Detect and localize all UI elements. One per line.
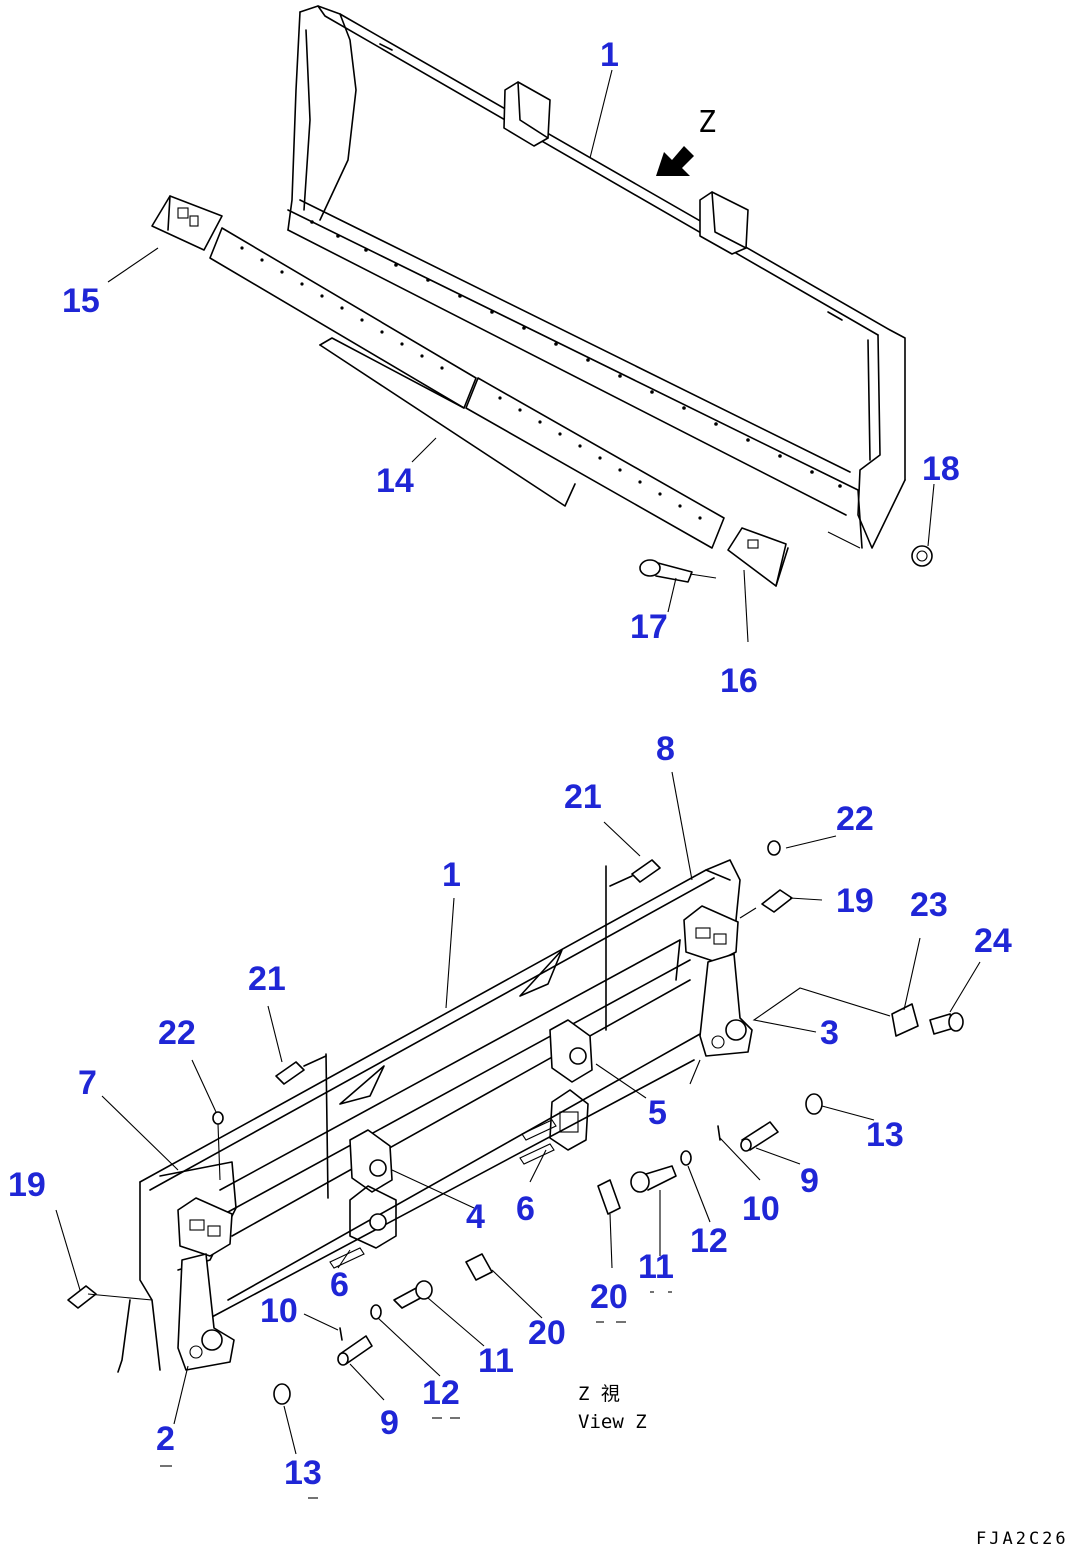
cap-13-left <box>273 1383 291 1405</box>
bolt-11-left <box>393 1280 433 1309</box>
callout-23: 23 <box>910 886 948 924</box>
view-caption-line1: Z 視 <box>578 1383 620 1405</box>
callout-15: 15 <box>62 282 100 320</box>
callout-11-right: 11 <box>638 1248 674 1286</box>
fitting-19-left <box>67 1285 97 1309</box>
bolt-24 <box>929 1012 964 1035</box>
callout-4: 4 <box>466 1198 485 1236</box>
washer-12-right <box>680 1150 692 1166</box>
callout-18: 18 <box>922 450 960 488</box>
callout-9-right: 9 <box>800 1162 819 1200</box>
callout-20-right: 20 <box>590 1278 628 1316</box>
callout-12-left: 12 <box>422 1374 460 1412</box>
callout-7: 7 <box>78 1064 97 1102</box>
callout-21-left: 21 <box>248 960 286 998</box>
callout-22-right: 22 <box>836 800 874 838</box>
leaders-upper <box>107 69 935 643</box>
callout-3: 3 <box>820 1014 839 1052</box>
mount-holes <box>310 220 842 488</box>
trunnion-bracket-2 <box>177 1253 235 1371</box>
cutting-edge <box>209 227 725 549</box>
pin-9-left <box>337 1335 373 1366</box>
callout-24: 24 <box>974 922 1012 960</box>
callout-11-left: 11 <box>478 1342 514 1380</box>
grease-fitting-21-left <box>275 1055 327 1085</box>
bracket-7 <box>177 1197 233 1257</box>
callout-2: 2 <box>156 1420 175 1458</box>
end-bit-left <box>151 195 223 251</box>
bracket-8 <box>683 905 739 963</box>
callout-6-left: 6 <box>330 1266 349 1304</box>
cap-13-right <box>805 1093 823 1115</box>
callout-13-right: 13 <box>866 1116 904 1154</box>
collar-10-left <box>339 1327 343 1341</box>
callout-13-left: 13 <box>284 1454 322 1492</box>
callout-12-right: 12 <box>690 1222 728 1260</box>
view-z-arrow: Z <box>656 105 716 176</box>
figure-code: FJA2C26 <box>976 1529 1069 1549</box>
fitting-19-right <box>739 889 793 919</box>
callout-ticks <box>160 1291 672 1499</box>
plug-22-right <box>767 840 781 856</box>
blade-upper <box>287 5 906 549</box>
view-caption-line2: View Z <box>578 1411 647 1433</box>
bolt-17 <box>639 559 717 583</box>
nut-18 <box>911 545 933 567</box>
shims-6 <box>329 1119 557 1269</box>
callouts: 1 15 14 18 17 16 8 21 22 1 19 23 24 21 2… <box>8 36 1012 1492</box>
callout-19-right: 19 <box>836 882 874 920</box>
collar-10-right <box>717 1125 721 1141</box>
plate-23 <box>891 1003 919 1037</box>
pin-9-right <box>740 1121 779 1152</box>
center-bracket-5 <box>549 1019 593 1151</box>
callout-16: 16 <box>720 662 758 700</box>
callout-10-right: 10 <box>742 1190 780 1228</box>
trunnion-bracket-3 <box>699 953 753 1057</box>
callout-8: 8 <box>656 730 675 768</box>
end-bit-right <box>727 527 789 587</box>
callout-1-top: 1 <box>600 36 619 74</box>
callout-22-left: 22 <box>158 1014 196 1052</box>
washer-12-left <box>370 1304 382 1320</box>
callout-21-right: 21 <box>564 778 602 816</box>
fitting-20-right <box>597 1179 621 1215</box>
callout-20-left: 20 <box>528 1314 566 1352</box>
callout-1-bottom: 1 <box>442 856 461 894</box>
bolt-11-right <box>630 1165 677 1193</box>
callout-14: 14 <box>376 462 414 500</box>
callout-10-left: 10 <box>260 1292 298 1330</box>
blade-lower-back <box>117 859 741 1373</box>
fitting-20-left <box>465 1253 493 1281</box>
callout-6-right: 6 <box>516 1190 535 1228</box>
callout-9-left: 9 <box>380 1404 399 1442</box>
view-marker-label: Z <box>698 105 716 140</box>
center-bracket-4 <box>349 1129 397 1249</box>
leaders-lower <box>55 771 981 1455</box>
callout-19-left: 19 <box>8 1166 46 1204</box>
callout-17: 17 <box>630 608 668 646</box>
plug-22-left <box>212 1111 224 1181</box>
grease-fitting-21-right <box>609 859 661 887</box>
callout-5: 5 <box>648 1094 667 1132</box>
